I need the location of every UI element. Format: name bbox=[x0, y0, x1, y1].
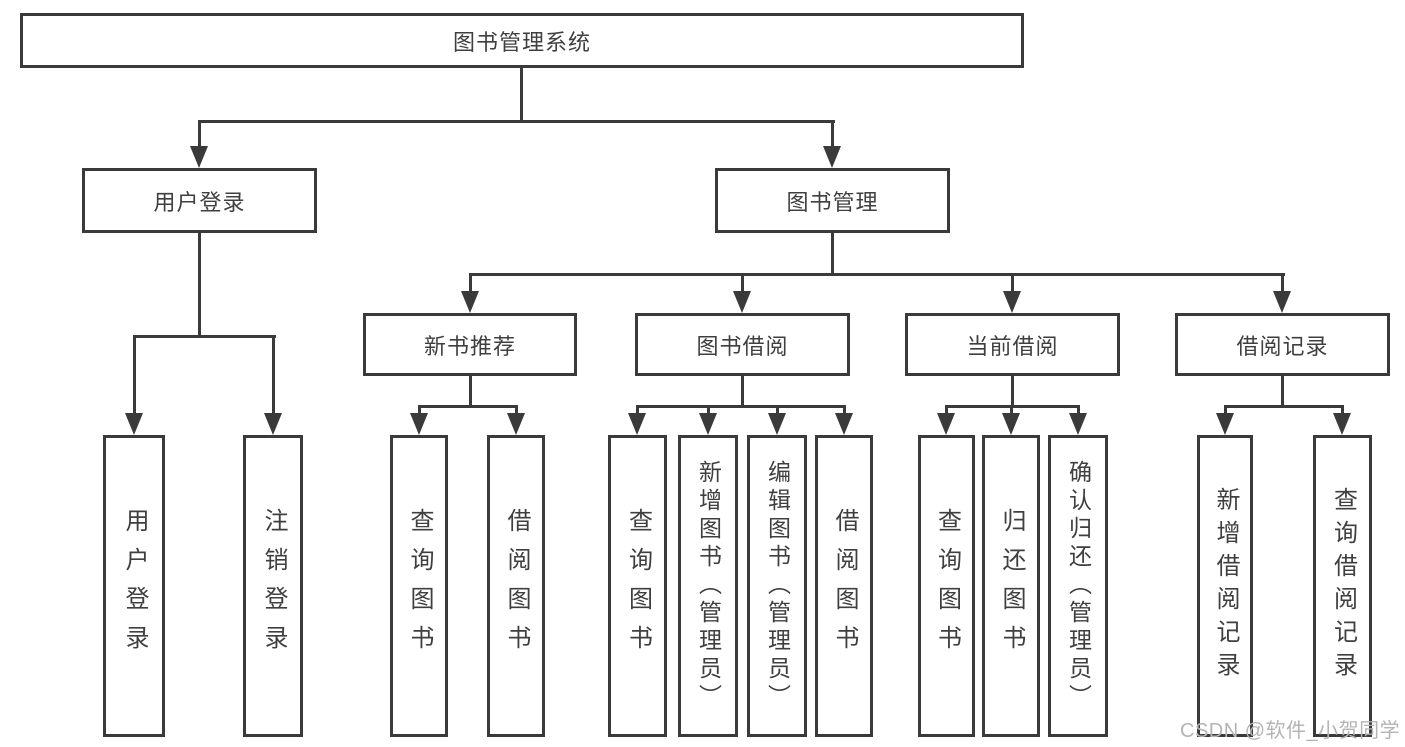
connector-arrow-shaft bbox=[469, 273, 472, 291]
leaf-label: 借阅图书 bbox=[831, 508, 858, 664]
node-new-book-recommend: 新书推荐 bbox=[363, 313, 577, 376]
node-book-borrowing: 图书借阅 bbox=[635, 313, 850, 376]
arrowhead-down-icon bbox=[699, 413, 717, 435]
connector-level2-branch bbox=[198, 120, 835, 123]
connector-arrow-shaft bbox=[1281, 273, 1284, 291]
leaf-user-login: 用户登录 bbox=[103, 435, 165, 737]
connector-arrow-shaft bbox=[515, 405, 518, 413]
leaf-label: 查询图书 bbox=[406, 508, 433, 664]
connector-arrow-shaft bbox=[1224, 405, 1227, 413]
arrowhead-down-icon bbox=[410, 413, 428, 435]
leaf-query-books-current: 查询图书 bbox=[918, 435, 975, 737]
arrowhead-down-icon bbox=[768, 413, 786, 435]
connector-arrow-shaft bbox=[133, 335, 136, 413]
node-user-login: 用户登录 bbox=[82, 168, 317, 233]
leaf-label: 注销登录 bbox=[260, 508, 287, 664]
leaf-label: 查询借阅记录 bbox=[1329, 487, 1357, 685]
leaf-query-borrow-record: 查询借阅记录 bbox=[1313, 435, 1372, 737]
connector-records-stem bbox=[1281, 376, 1284, 405]
arrowhead-down-icon bbox=[1003, 291, 1021, 313]
connector-arrow-shaft bbox=[776, 405, 779, 413]
connector-book-mgmt-stem bbox=[831, 233, 834, 273]
root-node: 图书管理系统 bbox=[20, 13, 1024, 68]
arrowhead-down-icon bbox=[733, 291, 751, 313]
arrowhead-down-icon bbox=[264, 413, 282, 435]
node-current-borrowing-label: 当前借阅 bbox=[966, 333, 1059, 359]
connector-borrowing-stem bbox=[741, 376, 744, 405]
connector-records-branch bbox=[1224, 405, 1344, 408]
connector-arrow-shaft bbox=[636, 405, 639, 413]
connector-borrowing-branch bbox=[636, 405, 846, 408]
leaf-label: 借阅图书 bbox=[503, 508, 530, 664]
connector-new-books-branch bbox=[418, 405, 518, 408]
connector-arrow-shaft bbox=[1010, 405, 1013, 413]
leaf-add-book-admin: 新增图书（管理员） bbox=[678, 435, 738, 737]
node-new-book-recommend-label: 新书推荐 bbox=[423, 333, 516, 359]
leaf-borrow-books-recommend: 借阅图书 bbox=[487, 435, 545, 737]
connector-new-books-stem bbox=[469, 376, 472, 405]
connector-current-stem bbox=[1011, 376, 1014, 405]
leaf-return-books: 归还图书 bbox=[982, 435, 1040, 737]
connector-arrow-shaft bbox=[1077, 405, 1080, 413]
connector-arrow-shaft bbox=[945, 405, 948, 413]
leaf-add-borrow-record: 新增借阅记录 bbox=[1197, 435, 1253, 737]
node-borrowing-records-label: 借阅记录 bbox=[1236, 333, 1329, 359]
arrowhead-down-icon bbox=[125, 413, 143, 435]
node-book-management: 图书管理 bbox=[715, 168, 950, 233]
leaf-confirm-return-admin: 确认归还（管理员） bbox=[1048, 435, 1108, 737]
connector-arrow-shaft bbox=[741, 273, 744, 291]
arrowhead-down-icon bbox=[1002, 413, 1020, 435]
leaf-label: 新增图书（管理员） bbox=[695, 460, 722, 712]
connector-arrow-shaft bbox=[843, 405, 846, 413]
leaf-label: 查询图书 bbox=[933, 508, 961, 664]
leaf-borrow-books-borrowing: 借阅图书 bbox=[815, 435, 873, 737]
connector-user-login-stem bbox=[198, 233, 201, 335]
connector-arrow-shaft bbox=[198, 120, 201, 146]
leaf-label: 确认归还（管理员） bbox=[1065, 460, 1092, 712]
leaf-label: 查询图书 bbox=[624, 508, 652, 664]
connector-arrow-shaft bbox=[831, 120, 834, 146]
arrowhead-down-icon bbox=[1333, 413, 1351, 435]
arrowhead-down-icon bbox=[835, 413, 853, 435]
node-book-borrowing-label: 图书借阅 bbox=[696, 333, 789, 359]
arrowhead-down-icon bbox=[628, 413, 646, 435]
arrowhead-down-icon bbox=[1273, 291, 1291, 313]
arrowhead-down-icon bbox=[937, 413, 955, 435]
root-node-label: 图书管理系统 bbox=[452, 29, 591, 55]
leaf-label: 归还图书 bbox=[998, 508, 1025, 664]
node-book-management-label: 图书管理 bbox=[786, 189, 879, 215]
connector-arrow-shaft bbox=[272, 335, 275, 413]
connector-level3-branch bbox=[469, 273, 1285, 276]
connector-user-login-branch bbox=[133, 335, 276, 338]
leaf-label: 编辑图书（管理员） bbox=[764, 460, 791, 712]
arrowhead-down-icon bbox=[190, 146, 208, 168]
leaf-query-books-recommend: 查询图书 bbox=[390, 435, 448, 737]
leaf-logout: 注销登录 bbox=[243, 435, 303, 737]
connector-root-stem bbox=[520, 68, 523, 120]
node-borrowing-records: 借阅记录 bbox=[1175, 313, 1390, 376]
node-current-borrowing: 当前借阅 bbox=[905, 313, 1120, 376]
leaf-edit-book-admin: 编辑图书（管理员） bbox=[747, 435, 807, 737]
arrowhead-down-icon bbox=[507, 413, 525, 435]
arrowhead-down-icon bbox=[1216, 413, 1234, 435]
connector-arrow-shaft bbox=[707, 405, 710, 413]
connector-arrow-shaft bbox=[418, 405, 421, 413]
arrowhead-down-icon bbox=[1069, 413, 1087, 435]
leaf-query-books-borrowing: 查询图书 bbox=[608, 435, 667, 737]
node-user-login-label: 用户登录 bbox=[153, 189, 246, 215]
connector-arrow-shaft bbox=[1011, 273, 1014, 291]
leaf-label: 新增借阅记录 bbox=[1212, 487, 1239, 685]
csdn-watermark: CSDN @软件_小贺同学 bbox=[1180, 720, 1401, 742]
arrowhead-down-icon bbox=[461, 291, 479, 313]
arrowhead-down-icon bbox=[823, 146, 841, 168]
leaf-label: 用户登录 bbox=[121, 508, 148, 664]
connector-arrow-shaft bbox=[1341, 405, 1344, 413]
